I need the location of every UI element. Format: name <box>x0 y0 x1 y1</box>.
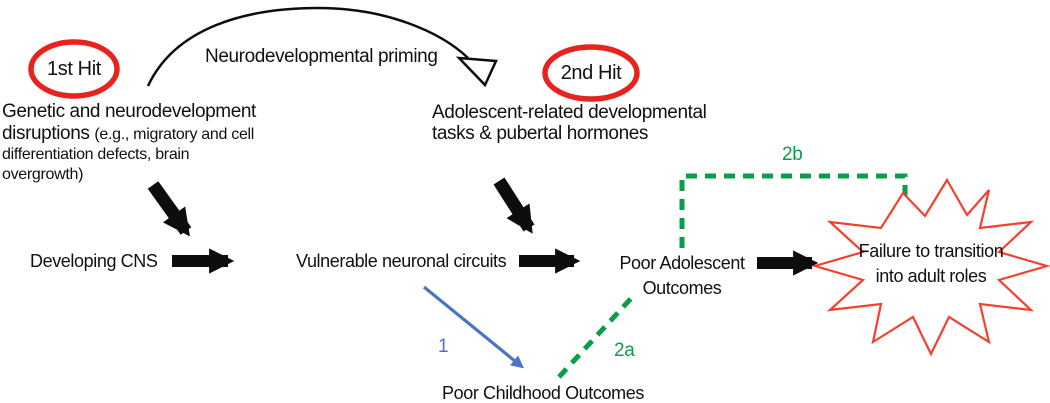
arrow-circuits-to-childhood-outcomes <box>422 285 524 369</box>
poor-adolescent-line2: Outcomes <box>642 278 722 298</box>
dashed-path-2a <box>557 291 638 379</box>
genetic-disruptions-block: Genetic and neurodevelopment disruptions… <box>2 101 256 185</box>
dashed-path-2b <box>679 173 908 248</box>
priming-label: Neurodevelopmental priming <box>205 46 438 67</box>
poor-adolescent-line1: Poor Adolescent <box>619 253 745 273</box>
node-poor-childhood-outcomes: Poor Childhood Outcomes <box>442 383 644 403</box>
genetic-line4: overgrowth) <box>2 166 84 183</box>
node-failure-to-transition: Failure to transition into adult roles <box>841 239 1021 289</box>
node-poor-adolescent-outcomes: Poor Adolescent Outcomes <box>600 251 764 301</box>
adolescent-line2: tasks & pubertal hormones <box>432 123 649 144</box>
second-hit-ellipse <box>542 44 640 102</box>
genetic-line2-main: disruptions <box>2 123 95 144</box>
arrow-adolescent-to-circuits <box>493 177 535 234</box>
failure-line2: into adult roles <box>875 266 987 286</box>
pathway-label-1: 1 <box>438 336 449 357</box>
genetic-line3: differentiation defects, brain <box>2 146 190 163</box>
adolescent-tasks-block: Adolescent-related developmental tasks &… <box>432 102 707 144</box>
genetic-line2-detail: (e.g., migratory and cell <box>94 126 255 143</box>
second-hit-label: 2nd Hit <box>560 62 622 84</box>
arrow-genetic-to-cns <box>147 181 192 237</box>
pathway-label-2a: 2a <box>614 340 635 361</box>
priming-arc <box>146 6 469 87</box>
node-vulnerable-circuits: Vulnerable neuronal circuits <box>296 251 507 271</box>
first-hit-ellipse <box>28 39 120 99</box>
failure-starburst <box>811 177 1050 357</box>
first-hit-label: 1st Hit <box>47 58 101 80</box>
failure-line1: Failure to transition <box>858 241 1004 261</box>
node-developing-cns: Developing CNS <box>30 251 158 271</box>
genetic-line1: Genetic and neurodevelopment <box>2 101 256 122</box>
priming-arc-hollow-arrowhead-icon <box>455 56 498 88</box>
adolescent-line1: Adolescent-related developmental <box>432 102 707 123</box>
pathway-label-2b: 2b <box>782 144 803 165</box>
